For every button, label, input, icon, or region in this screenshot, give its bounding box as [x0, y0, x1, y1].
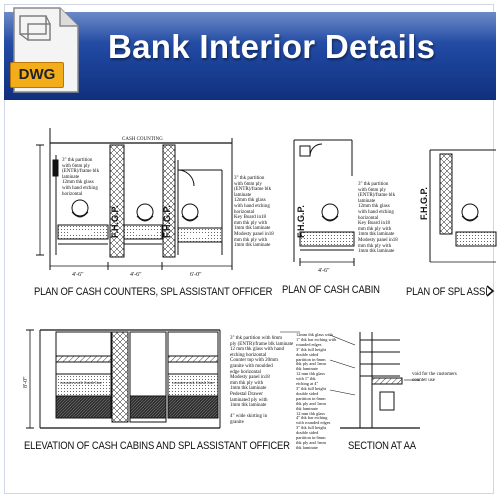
- plan-cash-cabin: [293, 139, 355, 266]
- cash-counting-label: CASH COUNTING: [122, 137, 163, 142]
- note-elevation: 3" thk partition with 6mm ply (ENTR)/fra…: [230, 336, 294, 425]
- dim-3: 6'-0": [190, 272, 202, 278]
- dim-2: 4'-6": [130, 272, 142, 278]
- fhgp-tag-2: F.H.G.P.: [162, 205, 172, 238]
- note-cash-counters-right: 3" thk partition with 6mm ply (ENTR)/fra…: [234, 176, 274, 249]
- chevron-right-icon[interactable]: [484, 284, 496, 298]
- fhgp-tag-1: F.H.G.P.: [110, 205, 120, 238]
- cabin-dim: 4'-6": [318, 268, 330, 274]
- dim-1: 4'-6": [72, 272, 84, 278]
- plan-cash-counters: [36, 128, 233, 270]
- panel-label-2: counterwork finish line: [172, 380, 214, 385]
- page-frame: [4, 4, 494, 494]
- elevation-height-dim: 8'-0": [23, 376, 29, 388]
- note-cash-counters-left: 3" thk partition with 6mm ply (ENTR)/fra…: [62, 158, 100, 197]
- caption-elevation: ELEVATION OF CASH CABINS AND SPL ASSISTA…: [24, 440, 290, 452]
- cad-drawing-sheet: CASH COUNTING F.H.G.P. F.H.G.P. 4'-6" 4'…: [23, 128, 497, 429]
- banner-shine: [4, 12, 496, 42]
- note-section-side: void for the customers counter use: [412, 372, 457, 383]
- fhgp-tag-spl: F.H.G.P.: [419, 187, 429, 220]
- caption-plan-cash-cabin: PLAN OF CASH CABIN: [282, 284, 380, 296]
- page-title: Bank Interior Details: [108, 28, 436, 65]
- elevation-cash-cabins: [26, 329, 221, 429]
- title-banner: [4, 12, 496, 100]
- caption-section: SECTION AT AA: [348, 440, 416, 452]
- caption-plan-cash-counters: PLAN OF CASH COUNTERS, SPL ASSISTANT OFF…: [34, 286, 273, 298]
- panel-label-1: counterwork finish line: [60, 380, 102, 385]
- plan-spl-assistant: [429, 149, 497, 263]
- caption-plan-spl: PLAN OF SPL ASSI: [406, 286, 488, 298]
- section-aa: [280, 331, 420, 429]
- fhgp-tag-cabin: F.H.G.P.: [296, 205, 306, 238]
- dwg-badge: DWG: [10, 62, 64, 88]
- note-section: 12mm thk glass with 1" thk bar etching w…: [296, 332, 337, 450]
- note-cash-cabin: 3" thk partition with 6mm ply (ENTR)/fra…: [358, 182, 398, 255]
